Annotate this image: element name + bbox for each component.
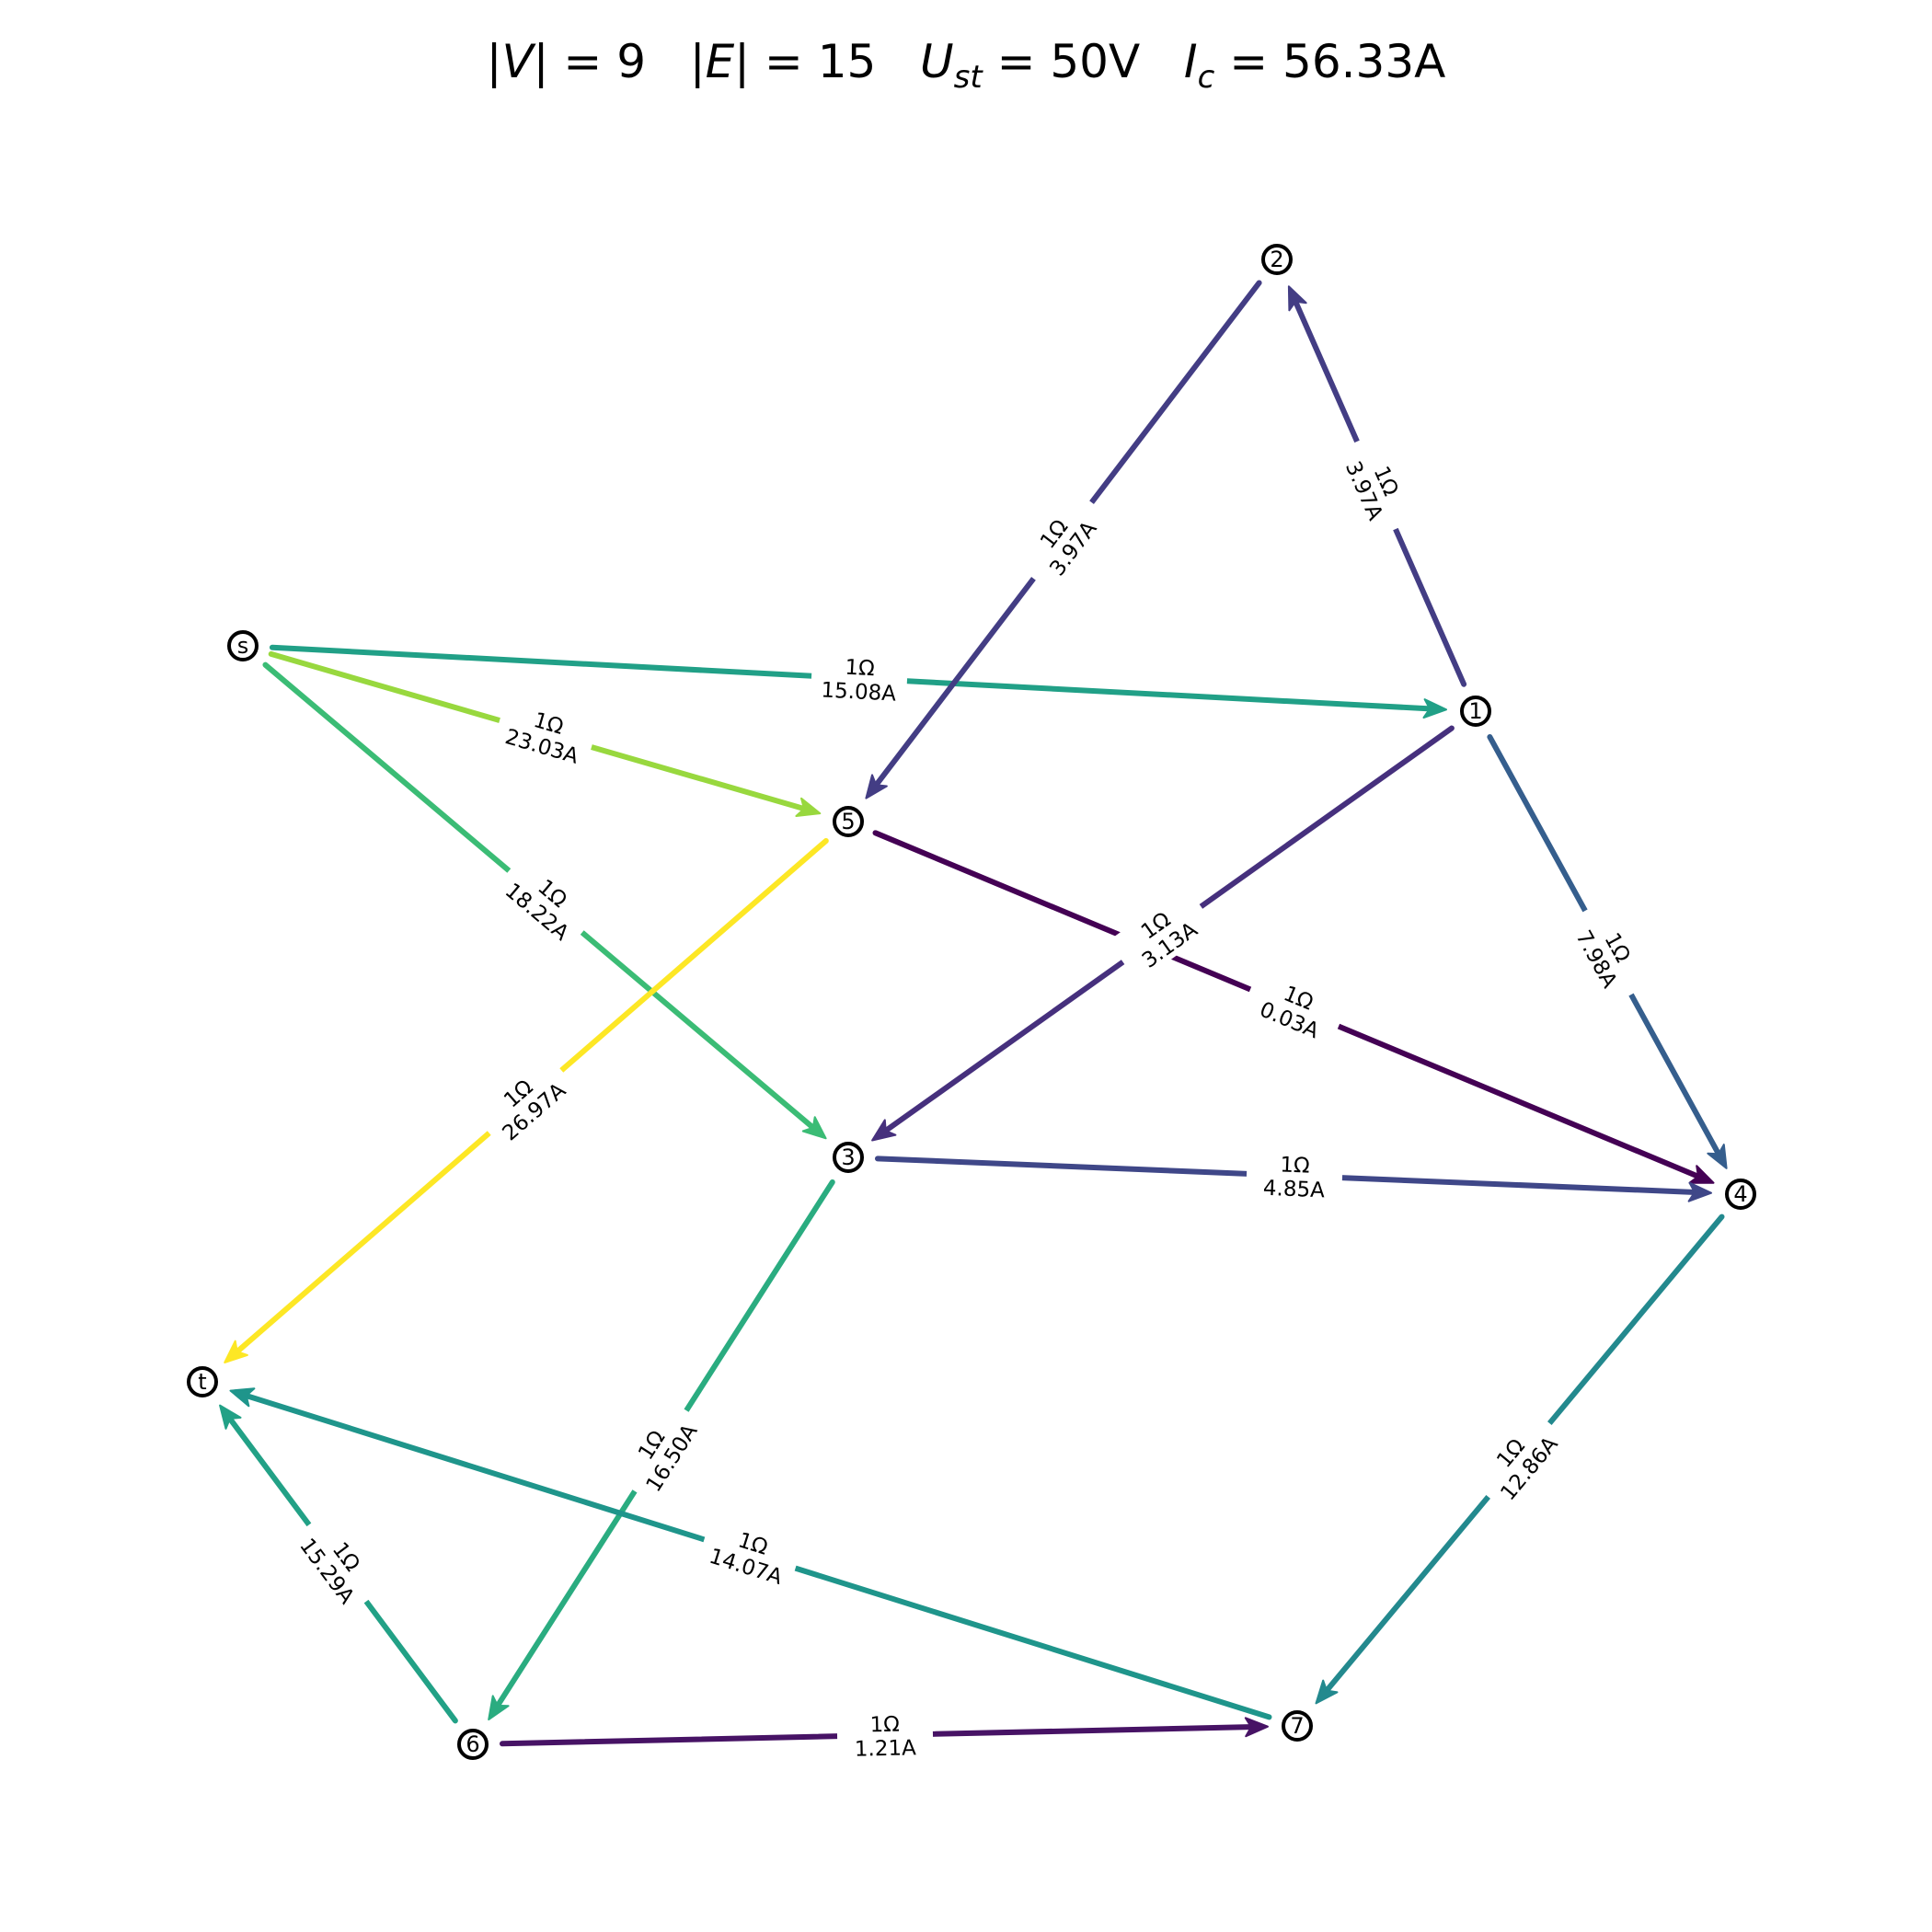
edge-3-4-label-background bbox=[1245, 1147, 1344, 1204]
node-t: t bbox=[187, 1366, 218, 1397]
edge-2-5-label: 1Ω3.97A bbox=[1013, 487, 1112, 594]
node-5: 5 bbox=[833, 806, 864, 837]
title-i-sub: c bbox=[1197, 59, 1215, 96]
node-t-label: t bbox=[198, 1369, 206, 1395]
edge-1-2-label: 1Ω3.97A bbox=[1333, 431, 1420, 540]
edge-1-4-label: 1Ω7.98A bbox=[1562, 898, 1654, 1007]
edge-s-5-arrowhead bbox=[795, 797, 822, 817]
node-4-label: 4 bbox=[1733, 1181, 1747, 1207]
title-v-value: 9 bbox=[616, 35, 647, 88]
node-2-circle bbox=[1261, 244, 1293, 275]
title-i-value: 56.33A bbox=[1282, 35, 1446, 88]
edge-labels-layer: 1Ω15.08A1Ω23.03A1Ω18.22A1Ω3.97A1Ω3.97A1Ω… bbox=[288, 431, 1654, 1763]
edge-4-7-arrowhead bbox=[1315, 1679, 1339, 1705]
node-3-circle bbox=[833, 1142, 864, 1173]
edge-3-6-label-background bbox=[613, 1397, 708, 1505]
node-7: 7 bbox=[1282, 1710, 1313, 1742]
edge-1-3-label-background bbox=[1108, 885, 1216, 983]
node-2: 2 bbox=[1261, 244, 1293, 275]
edges-layer bbox=[219, 280, 1728, 1747]
title-u-value: 50V bbox=[1050, 35, 1141, 88]
edge-1-4-label-background bbox=[1562, 898, 1654, 1007]
node-6-label: 6 bbox=[466, 1731, 479, 1757]
node-3: 3 bbox=[833, 1142, 864, 1173]
edge-6-7-label: 1Ω1.21A bbox=[836, 1708, 934, 1763]
title-i-symbol: I bbox=[1183, 35, 1198, 88]
edge-6-t-arrowhead bbox=[219, 1404, 242, 1430]
edge-s-1-arrowhead bbox=[1422, 698, 1447, 719]
node-2-label: 2 bbox=[1270, 247, 1283, 272]
edge-6-7-current: 1.21A bbox=[855, 1736, 917, 1761]
node-5-circle bbox=[833, 806, 864, 837]
node-1: 1 bbox=[1460, 696, 1491, 727]
node-6-circle bbox=[457, 1729, 489, 1760]
edge-5-4-arrowhead bbox=[1688, 1165, 1715, 1184]
node-6: 6 bbox=[457, 1729, 489, 1760]
node-4-circle bbox=[1725, 1179, 1756, 1210]
edge-s-1-current: 15.08A bbox=[821, 678, 897, 706]
node-7-label: 7 bbox=[1290, 1713, 1304, 1739]
title-e-label: |E| bbox=[689, 35, 751, 88]
edge-s-5-label-background bbox=[492, 696, 599, 772]
edge-3-4-label: 1Ω4.85A bbox=[1245, 1147, 1344, 1204]
edge-3-4-resistance: 1Ω bbox=[1280, 1153, 1310, 1178]
edge-1-3-arrowhead bbox=[871, 1119, 897, 1142]
node-s-circle bbox=[227, 630, 259, 661]
node-5-label: 5 bbox=[841, 809, 855, 834]
title-u-sub: st bbox=[953, 59, 983, 96]
edge-3-6-arrowhead bbox=[488, 1695, 510, 1720]
edge-5-4-label: 1Ω0.03A bbox=[1240, 965, 1349, 1051]
edge-2-5-arrowhead bbox=[865, 774, 888, 799]
edge-3-4-current: 4.85A bbox=[1262, 1177, 1325, 1203]
edge-5-4-label-background bbox=[1240, 965, 1349, 1051]
edge-5-t-arrowhead bbox=[224, 1340, 248, 1363]
title-e-value: 15 bbox=[817, 35, 877, 88]
edge-6-7-label-background bbox=[836, 1708, 934, 1763]
node-3-label: 3 bbox=[841, 1144, 855, 1170]
edge-6-7-arrowhead bbox=[1244, 1717, 1269, 1738]
edge-4-7-label-background bbox=[1468, 1407, 1570, 1513]
edge-1-4-arrowhead bbox=[1707, 1144, 1728, 1169]
title-v-label: |V| bbox=[486, 35, 549, 88]
edge-s-1-resistance: 1Ω bbox=[845, 656, 876, 682]
edge-6-t-label-background bbox=[288, 1509, 387, 1617]
edge-s-3-arrowhead bbox=[801, 1116, 827, 1140]
node-s-label: s bbox=[237, 633, 249, 659]
edge-1-2-label-background bbox=[1333, 431, 1420, 540]
node-s: s bbox=[227, 630, 259, 661]
graph-title: |V| = 9 |E| = 15 Ust = 50V Ic = 56.33A bbox=[486, 35, 1446, 96]
title-u-symbol: U bbox=[920, 35, 954, 88]
edge-5-t-label-background bbox=[472, 1051, 579, 1153]
edge-6-7-resistance: 1Ω bbox=[869, 1713, 900, 1738]
node-7-circle bbox=[1282, 1710, 1313, 1742]
edge-1-2-arrowhead bbox=[1287, 285, 1307, 312]
node-t-circle bbox=[187, 1366, 218, 1397]
edge-3-4-arrowhead bbox=[1687, 1181, 1712, 1202]
edge-7-t-arrowhead bbox=[229, 1387, 256, 1408]
node-1-circle bbox=[1460, 696, 1491, 727]
edge-7-t-label-background bbox=[696, 1514, 804, 1593]
node-4: 4 bbox=[1725, 1179, 1756, 1210]
edge-s-3-label-background bbox=[492, 851, 599, 952]
node-1-label: 1 bbox=[1468, 698, 1482, 724]
edge-s-1-label-background bbox=[810, 650, 909, 707]
nodes-layer: s t 1 2 3 4 5 6 7 bbox=[187, 244, 1756, 1760]
edge-2-5-label-background bbox=[1013, 487, 1112, 594]
